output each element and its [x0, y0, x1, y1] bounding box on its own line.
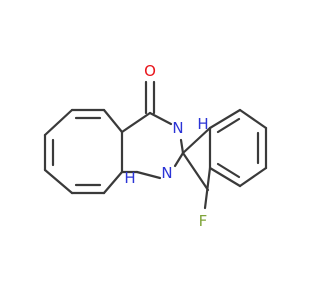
bond — [135, 170, 162, 180]
methyl-bond — [181, 151, 210, 192]
bond — [102, 108, 124, 134]
fluorine-bond — [203, 166, 212, 210]
bond — [208, 108, 242, 130]
fluorophenyl-ring — [181, 108, 268, 210]
double-bond-inner — [216, 117, 241, 134]
bond — [43, 108, 74, 137]
bond — [120, 111, 152, 134]
nitrogen-1-label: N — [161, 164, 172, 182]
bond — [238, 166, 268, 188]
hydrogen-1-label: H — [124, 169, 135, 187]
bond — [173, 151, 185, 168]
bond — [208, 166, 242, 188]
bond — [43, 168, 74, 195]
double-bond-inner — [216, 162, 241, 179]
bond — [102, 170, 124, 195]
quinazolinone-ring — [120, 80, 185, 180]
bond — [148, 111, 173, 126]
benzene-ring-fused — [43, 108, 124, 195]
bond — [179, 138, 185, 155]
hydrogen-3-label: H — [197, 115, 208, 133]
oxygen-label: O — [144, 62, 156, 80]
fluorine-label: F — [199, 212, 208, 230]
bond — [181, 126, 212, 155]
structure-canvas: O N H N H F — [43, 62, 268, 230]
bond — [238, 108, 268, 130]
nitrogen-3-label: N — [172, 119, 183, 137]
molecule-structure: O N H N H F — [43, 62, 268, 230]
